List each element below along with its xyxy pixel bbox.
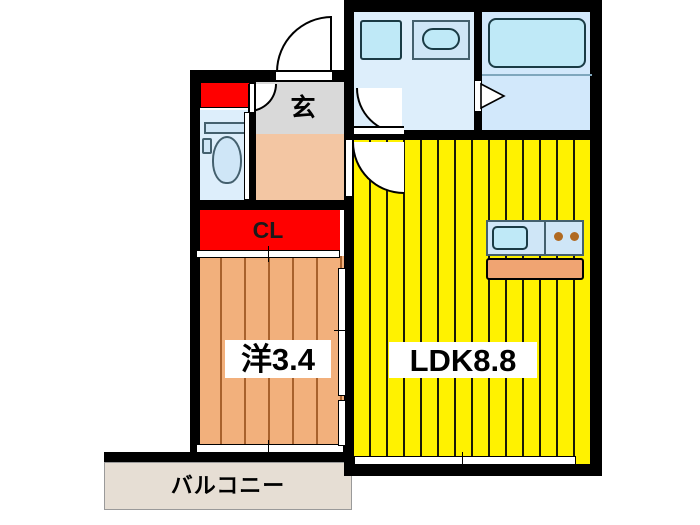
bathroom-floor-line bbox=[482, 74, 592, 76]
wall-washroom-left bbox=[344, 10, 354, 88]
balcony-floor bbox=[104, 462, 352, 510]
closet-label: CL bbox=[252, 216, 284, 243]
washroom-door-threshold[interactable] bbox=[354, 126, 404, 134]
closet-block bbox=[196, 208, 340, 252]
wall-entry-door-head bbox=[258, 70, 264, 82]
stove-divider-line bbox=[544, 220, 546, 256]
bathroom-door-arrow bbox=[480, 82, 506, 110]
shoe-box bbox=[200, 82, 250, 108]
toilet-door-leaf[interactable] bbox=[248, 84, 256, 112]
western-side-window[interactable] bbox=[338, 400, 346, 446]
wall-top-right bbox=[344, 0, 600, 12]
entry-label: 玄 bbox=[290, 93, 316, 122]
western-room-label: 洋3.4 bbox=[225, 340, 331, 378]
wall-toilet-entry bbox=[248, 82, 256, 204]
toilet-paper-holder bbox=[202, 138, 212, 154]
wall-bath-divider bbox=[474, 10, 482, 80]
toilet-bowl bbox=[212, 136, 242, 184]
western-balcony-window-tick bbox=[268, 440, 269, 457]
kitchen-counter bbox=[486, 258, 584, 280]
hallway-floor bbox=[254, 134, 352, 200]
kitchen-sink bbox=[492, 226, 528, 250]
toilet-tank bbox=[204, 122, 246, 134]
closet-door-center-tick bbox=[268, 246, 269, 262]
wall-above-closet bbox=[190, 200, 352, 210]
wall-bottom-western bbox=[190, 452, 352, 462]
wall-right-outer bbox=[590, 0, 602, 476]
stove-burner-right bbox=[570, 232, 579, 241]
wall-left-outer bbox=[190, 70, 200, 462]
entrance-door-leaf[interactable] bbox=[330, 16, 332, 72]
entrance-door-threshold[interactable] bbox=[276, 70, 332, 82]
western-balcony-window[interactable] bbox=[196, 444, 344, 453]
balcony-label: バルコニー bbox=[170, 473, 286, 498]
ldk-door-leaf[interactable] bbox=[344, 140, 354, 196]
ldk-balcony-window-tick bbox=[462, 452, 463, 469]
entrance-door-swing[interactable] bbox=[276, 16, 332, 72]
stove-burner-left bbox=[554, 232, 563, 241]
wall-bath-divider-lower bbox=[474, 110, 482, 134]
bathtub bbox=[488, 18, 586, 68]
washing-machine bbox=[360, 20, 402, 60]
wall-bath-bottom bbox=[352, 130, 600, 140]
ldk-balcony-window[interactable] bbox=[354, 456, 576, 465]
vanity-sink bbox=[422, 28, 460, 50]
western-ldk-door-tick bbox=[334, 330, 350, 331]
wall-balcony-left bbox=[104, 452, 196, 462]
toilet-partition bbox=[244, 112, 250, 200]
ldk-label: LDK8.8 bbox=[389, 342, 537, 378]
western-ldk-sliding-door[interactable] bbox=[338, 268, 346, 396]
wall-bottom-ldk bbox=[344, 464, 602, 476]
